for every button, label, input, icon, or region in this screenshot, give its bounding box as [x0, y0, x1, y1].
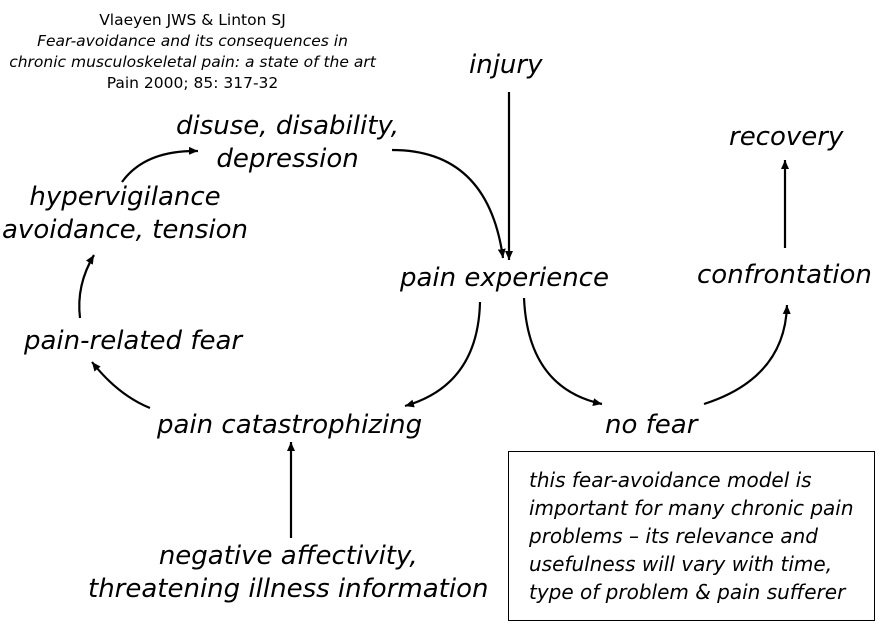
node-hypervigilance-line2: avoidance, tension — [2, 214, 249, 245]
node-negative-line2: threatening illness information — [88, 573, 489, 604]
node-pain-catastrophizing: pain catastrophizing — [157, 410, 423, 440]
node-disuse-line1: disuse, disability, — [176, 111, 400, 141]
node-recovery: recovery — [729, 122, 844, 152]
citation-title-line1: Fear-avoidance and its consequences in — [37, 32, 348, 50]
arrow-fear-to-hypervigilance — [78, 254, 95, 319]
note-line2: important for many chronic pain — [529, 496, 854, 520]
note-line4: usefulness will vary with time, — [529, 552, 833, 576]
arrow-catastrophizing-to-fear — [91, 361, 151, 410]
node-hypervigilance-line1: hypervigilance — [29, 182, 221, 212]
arrow-hypervigilance-to-disuse — [121, 146, 199, 183]
node-pain-experience: pain experience — [400, 263, 609, 293]
node-injury: injury — [469, 50, 543, 80]
node-negative-affectivity: negative affectivity, threatening illnes… — [88, 540, 488, 605]
citation: Vlaeyen JWS & Linton SJ Fear-avoidance a… — [0, 10, 385, 94]
node-negative-line1: negative affectivity, — [158, 541, 418, 571]
note-line1: this fear-avoidance model is — [529, 468, 812, 492]
node-confrontation: confrontation — [697, 260, 872, 290]
arrow-pain-experience-to-catastrophizing — [404, 301, 482, 408]
citation-journal: Pain 2000; 85: 317-32 — [106, 74, 279, 92]
node-disuse: disuse, disability, depression — [176, 110, 399, 175]
note-line5: type of problem & pain sufferer — [529, 580, 846, 604]
note-line3: problems – its relevance and — [529, 524, 818, 548]
node-hypervigilance: hypervigilance avoidance, tension — [2, 181, 248, 246]
node-no-fear: no fear — [605, 410, 698, 440]
citation-authors: Vlaeyen JWS & Linton SJ — [99, 11, 286, 29]
node-disuse-line2: depression — [216, 143, 359, 174]
node-pain-related-fear: pain-related fear — [24, 326, 243, 356]
citation-title-line2: chronic musculoskeletal pain: a state of… — [9, 53, 376, 71]
arrow-disuse-to-pain-experience — [391, 148, 506, 259]
note-box: this fear-avoidance model is important f… — [508, 451, 875, 621]
arrow-pain-experience-to-no-fear — [522, 297, 603, 407]
arrow-no-fear-to-confrontation — [703, 304, 791, 406]
